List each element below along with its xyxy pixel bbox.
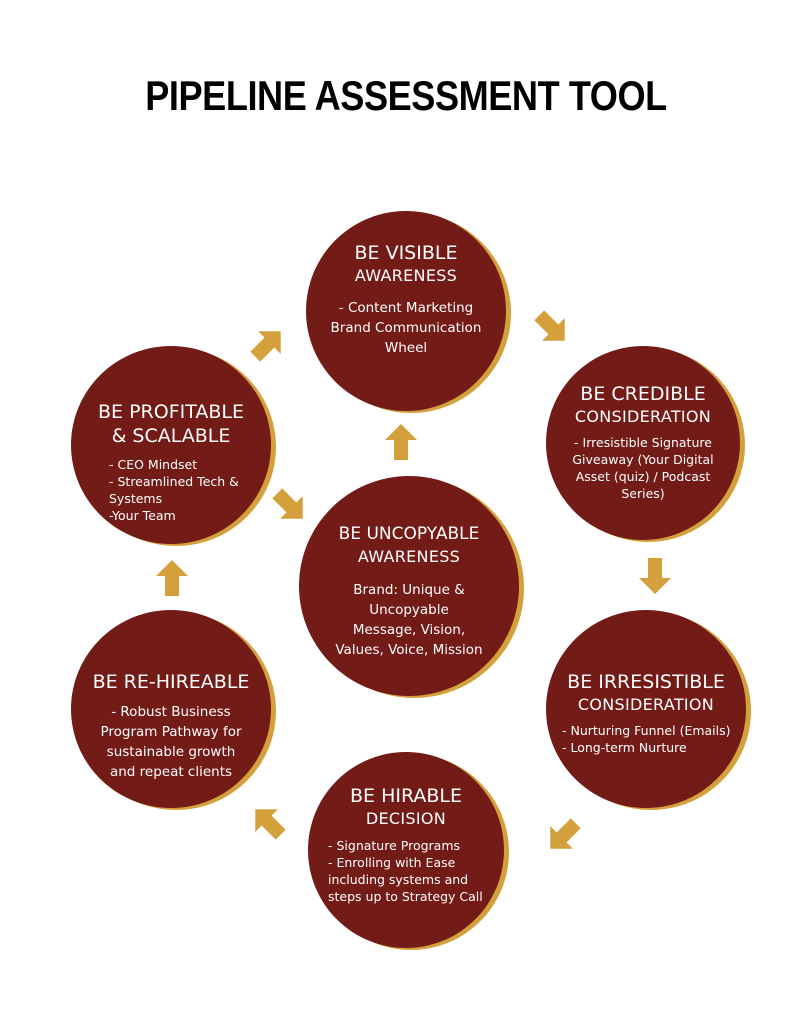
node-be-visible: BE VISIBLE AWARENESS - Content Marketing… (306, 211, 506, 411)
node-item: Brand Communication (330, 320, 482, 336)
node-item: - Enrolling with Ease (328, 855, 456, 870)
arrow-icon (259, 475, 321, 537)
node-item: Series) (621, 486, 665, 501)
node-item: - Streamlined Tech & (109, 474, 239, 489)
node-be-credible: BE CREDIBLE CONSIDERATION - Irresistible… (546, 346, 740, 540)
node-item: Giveaway (Your Digital (572, 452, 714, 467)
node-item: sustainable growth (106, 744, 236, 760)
node-subtitle: AWARENESS (354, 266, 458, 285)
arrow-icon (237, 313, 299, 375)
node-be-irresistible: BE IRRESISTIBLE CONSIDERATION - Nurturin… (546, 610, 746, 808)
node-item: including systems and (328, 872, 469, 887)
node-be-profitable-scalable: BE PROFITABLE & SCALABLE - CEO Mindset -… (71, 346, 271, 544)
node-item: - CEO Mindset (109, 457, 198, 472)
arrow-icon (633, 554, 677, 598)
node-title: BE UNCOPYABLE (338, 524, 480, 544)
node-item: - Signature Programs (328, 838, 461, 853)
arrow-icon (237, 791, 299, 853)
node-title: BE PROFITABLE (98, 401, 244, 423)
arrow-icon (532, 805, 594, 867)
node-item: - Nurturing Funnel (Emails) (562, 723, 731, 738)
arrow-icon (379, 420, 423, 464)
node-be-hirable: BE HIRABLE DECISION - Signature Programs… (308, 752, 504, 948)
node-title: BE CREDIBLE (580, 383, 706, 405)
node-item: Values, Voice, Mission (335, 642, 483, 658)
node-subtitle: DECISION (365, 809, 447, 828)
node-item: - Content Marketing (338, 300, 474, 316)
node-be-re-hireable: BE RE-HIREABLE - Robust Business Program… (71, 610, 271, 808)
node-title: BE VISIBLE (354, 242, 458, 264)
node-item: Program Pathway for (100, 724, 242, 740)
arrow-icon (521, 297, 583, 359)
node-title: BE RE-HIREABLE (92, 671, 250, 693)
node-item: Message, Vision, (352, 622, 466, 638)
node-item: Wheel (384, 340, 428, 356)
node-item: Brand: Unique & (353, 582, 465, 598)
node-item: Systems (109, 491, 163, 506)
node-title: BE HIRABLE (349, 785, 463, 807)
node-item: - Long-term Nurture (562, 740, 687, 755)
node-item: - Irresistible Signature (574, 435, 712, 450)
page-title: PIPELINE ASSESSMENT TOOL (145, 72, 667, 119)
node-be-uncopyable: BE UNCOPYABLE AWARENESS Brand: Unique & … (299, 476, 519, 696)
arrow-icon (150, 556, 194, 600)
node-item: and repeat clients (109, 764, 233, 780)
node-item: -Your Team (109, 508, 176, 523)
node-title: BE IRRESISTIBLE (567, 671, 725, 693)
node-item: - Robust Business (111, 704, 231, 720)
node-title-line2: & SCALABLE (111, 425, 231, 447)
node-item: steps up to Strategy Call (328, 889, 483, 904)
node-item: Uncopyable (369, 602, 449, 618)
node-item: Asset (quiz) / Podcast (575, 469, 711, 484)
node-subtitle: CONSIDERATION (574, 407, 712, 426)
node-subtitle: CONSIDERATION (577, 695, 715, 714)
node-subtitle: AWARENESS (357, 547, 461, 566)
